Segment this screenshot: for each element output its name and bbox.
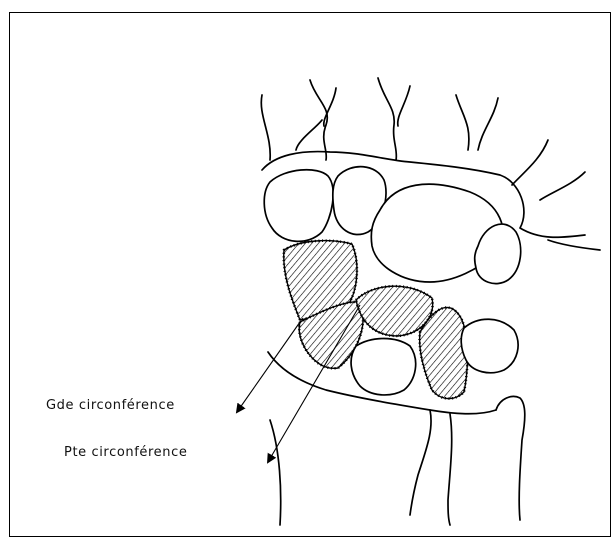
label-grande-circonference: Gde circonférence (46, 398, 175, 413)
label-petite-circonference: Pte circonférence (64, 445, 187, 460)
